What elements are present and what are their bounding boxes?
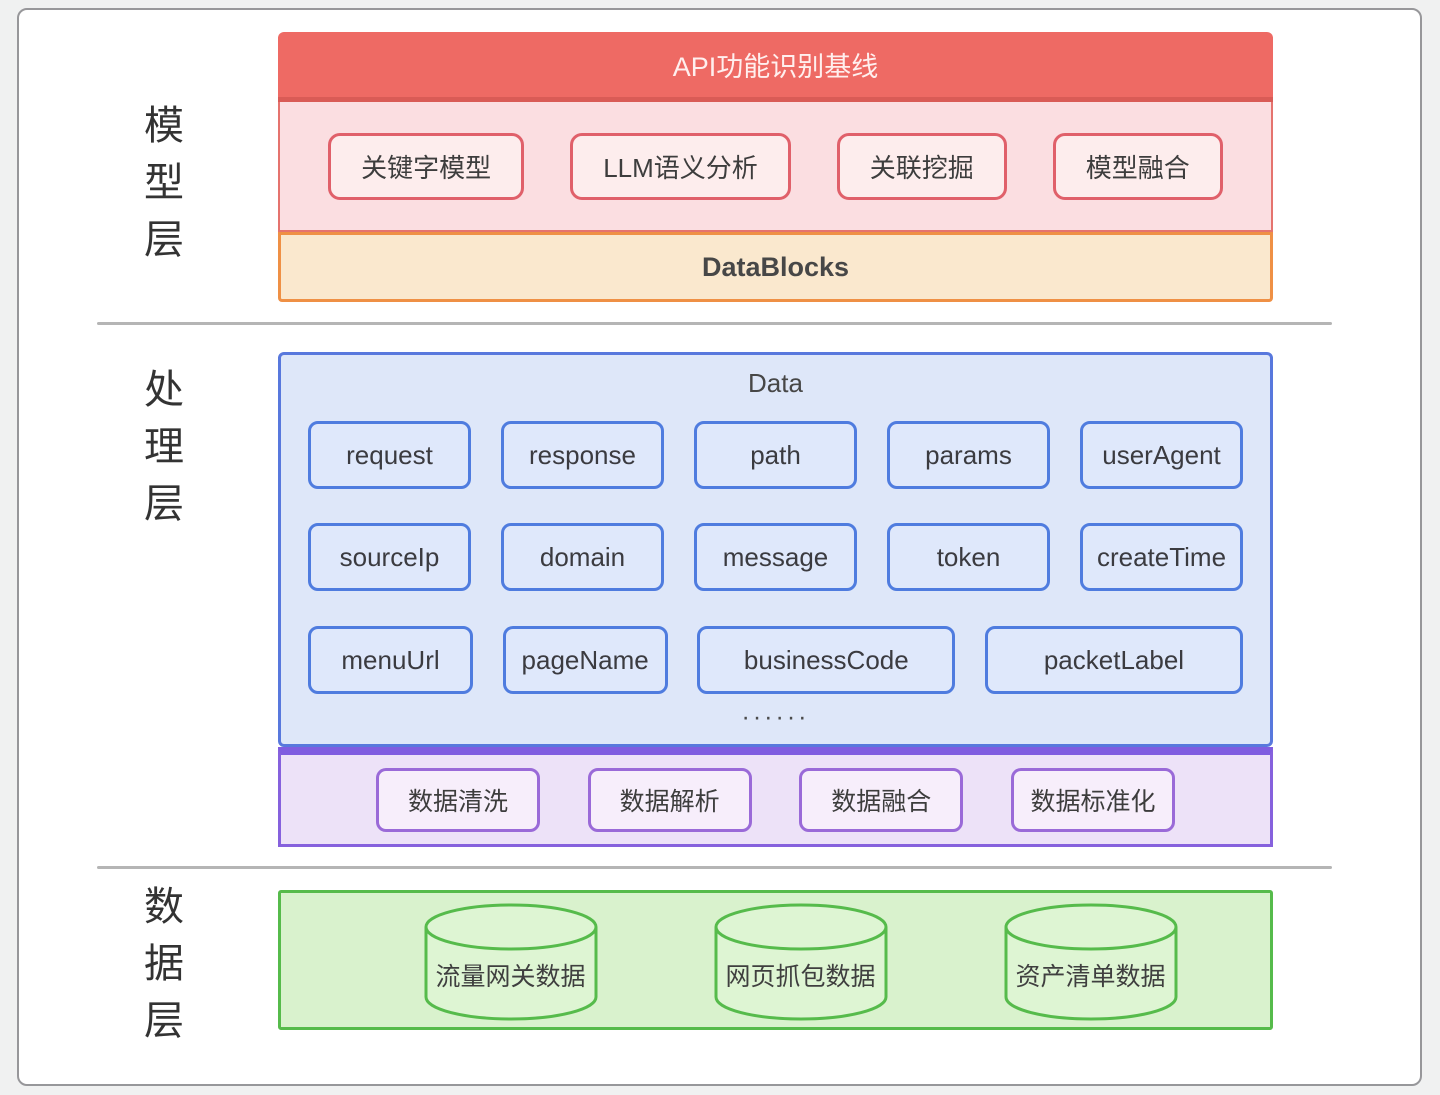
divider-model-processing [97,322,1332,325]
model-box-llm: LLM语义分析 [570,132,791,200]
model-box-keyword: 关键字模型 [328,132,525,200]
field-row-3: menuUrl pageName businessCode packetLabe… [281,626,1270,694]
field-box-message: message [694,523,857,591]
field-box-params: params [887,421,1050,489]
data-source-gateway: 流量网关数据 [422,901,600,1023]
more-fields-ellipsis: ······ [741,703,810,731]
model-layer-label: 模型层 [138,104,182,275]
api-baseline-header: API功能识别基线 [278,32,1273,102]
field-box-response: response [501,421,664,489]
data-source-label: 资产清单数据 [1015,963,1166,991]
field-box-token: token [887,523,1050,591]
field-row-1: request response path params userAgent [281,421,1270,489]
data-source-label: 网页抓包数据 [725,963,876,991]
field-box-path: path [694,421,857,489]
step-box-fusion: 数据融合 [799,767,964,832]
field-box-useragent: userAgent [1080,421,1243,489]
data-source-label: 流量网关数据 [435,963,586,991]
field-box-menuurl: menuUrl [308,626,473,694]
field-box-domain: domain [501,523,664,591]
field-box-pagename: pageName [502,626,668,694]
data-source-webcapture: 网页抓包数据 [712,901,890,1023]
data-panel-title: Data [748,368,803,398]
field-box-packetlabel: packetLabel [984,626,1243,694]
model-box-fusion: 模型融合 [1052,132,1223,200]
processing-steps-panel: 数据清洗 数据解析 数据融合 数据标准化 [278,747,1273,847]
field-box-request: request [308,421,471,489]
divider-processing-data [97,866,1332,869]
step-box-cleaning: 数据清洗 [376,767,540,832]
model-panel: 关键字模型 LLM语义分析 关联挖掘 模型融合 [278,102,1273,232]
field-box-createtime: createTime [1080,523,1243,591]
database-cylinder-icon [712,901,890,1023]
data-source-assets: 资产清单数据 [1002,901,1180,1023]
model-box-association: 关联挖掘 [836,132,1007,200]
field-row-2: sourceIp domain message token createTime [281,523,1270,591]
database-cylinder-icon [1002,901,1180,1023]
data-sources-panel: 流量网关数据 网页抓包数据 资产清单数据 [278,890,1273,1030]
data-panel: Data request response path params userAg… [278,352,1273,747]
architecture-diagram-card: 模型层 处理层 数据层 API功能识别基线 关键字模型 LLM语义分析 关联挖掘… [17,8,1422,1086]
datablocks-bar: DataBlocks [278,232,1273,302]
field-box-sourceip: sourceIp [308,523,471,591]
data-layer-label: 数据层 [138,885,182,1056]
field-box-businesscode: businessCode [697,626,956,694]
processing-layer-label: 处理层 [138,368,182,539]
step-box-parsing: 数据解析 [587,767,752,832]
step-box-standardization: 数据标准化 [1010,767,1175,832]
database-cylinder-icon [422,901,600,1023]
